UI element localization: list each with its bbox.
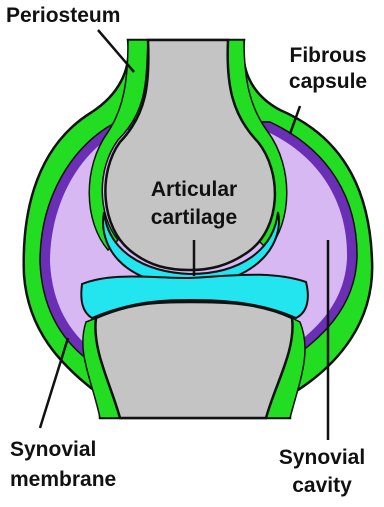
periosteum-label: Periosteum	[6, 4, 120, 28]
lower-bone	[95, 302, 292, 418]
synovial-cavity-label-line2: cavity	[262, 474, 382, 498]
fibrous-capsule-label-line2: capsule	[276, 70, 380, 94]
synovial-membrane-label-line1: Synovial	[10, 438, 96, 462]
synovial-membrane-label-line2: membrane	[10, 468, 116, 492]
fibrous-capsule-label-line1: Fibrous	[276, 44, 380, 68]
articular-cartilage-label-line2: cartilage	[128, 206, 260, 230]
synovial-cavity-label-line1: Synovial	[262, 446, 382, 470]
articular-cartilage-label-line1: Articular	[128, 178, 260, 202]
